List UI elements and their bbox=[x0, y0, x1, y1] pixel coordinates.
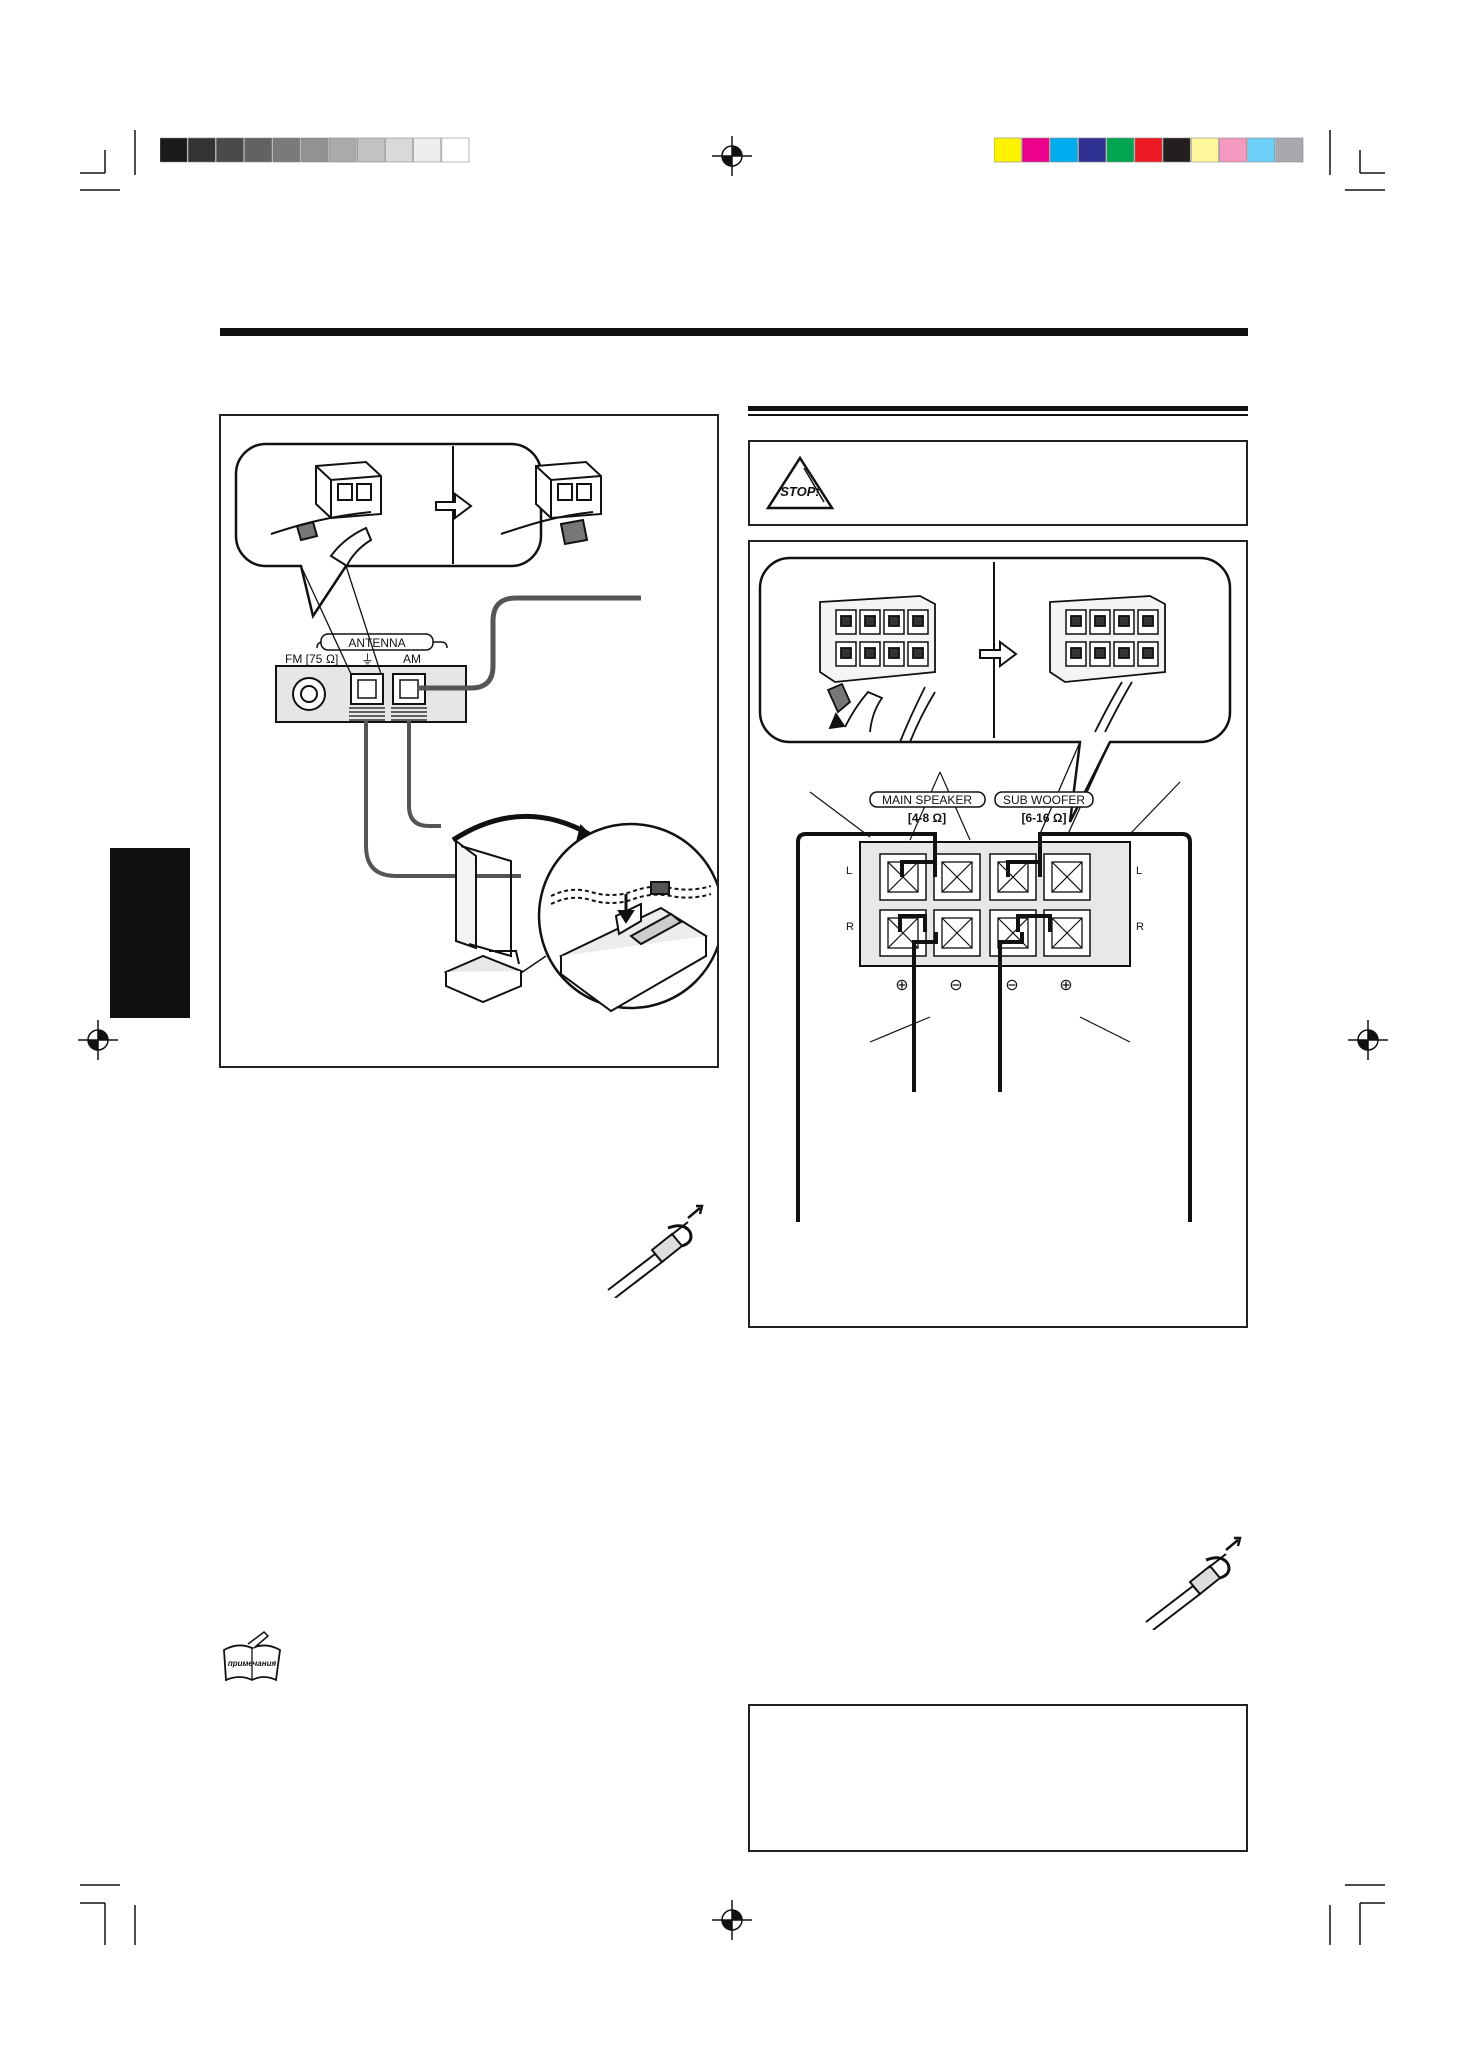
sub-woofer-label: SUB WOOFER bbox=[1003, 793, 1085, 807]
coax-cable-icon bbox=[607, 1204, 704, 1298]
antenna-diagram: ANTENNA FM [75 Ω] ⏚ AM bbox=[234, 442, 717, 1013]
calibration-swatch bbox=[1050, 137, 1078, 163]
calibration-swatch bbox=[1247, 137, 1276, 163]
speaker-terminal-board bbox=[859, 791, 1131, 967]
terminal-slot bbox=[840, 647, 852, 659]
terminal-cross-mark bbox=[941, 861, 973, 893]
ground-symbol: ⏚ bbox=[361, 652, 374, 667]
calibration-swatch bbox=[300, 137, 329, 163]
chapter-side-tab bbox=[110, 848, 190, 1018]
fm-unit: Ω] bbox=[326, 652, 338, 666]
terminal-slot bbox=[1070, 615, 1082, 627]
terminal-slot bbox=[1094, 647, 1106, 659]
calibration-swatch bbox=[1219, 137, 1247, 163]
terminal-slot bbox=[888, 647, 900, 659]
step-arrow-icon bbox=[435, 492, 473, 520]
note-label: примечания bbox=[228, 1659, 277, 1668]
header-rule bbox=[220, 328, 1248, 336]
sub-woofer-range: [6-16 Ω] bbox=[1022, 811, 1067, 825]
left-channel-label: L bbox=[846, 865, 852, 877]
polarity-plus-1: ⊕ bbox=[895, 977, 908, 994]
section-rule-thin bbox=[748, 414, 1248, 416]
left-channel-label-2: L bbox=[1136, 865, 1142, 877]
terminal-slot bbox=[1094, 615, 1106, 627]
calibration-swatch bbox=[1021, 137, 1050, 163]
step-arrow-icon bbox=[979, 640, 1018, 668]
right-channel-label: R bbox=[846, 921, 854, 933]
calibration-swatch bbox=[272, 137, 301, 163]
speaker-diagram: MAIN SPEAKER [4-8 Ω] SUB WOOFER [6-16 Ω]… bbox=[758, 556, 1232, 1222]
main-speaker-range: [4-8 Ω] bbox=[908, 811, 946, 825]
calibration-swatch bbox=[187, 137, 216, 163]
calibration-swatch bbox=[216, 137, 244, 163]
calibration-swatch bbox=[994, 137, 1022, 163]
antenna-clip-closed-icon bbox=[500, 460, 602, 546]
terminal-slot bbox=[1118, 615, 1130, 627]
antenna-clip-open-icon bbox=[270, 460, 382, 568]
antenna-connection-panel: ANTENNA FM [75 Ω] ⏚ AM bbox=[219, 414, 719, 1068]
warning-panel: STOP! bbox=[748, 440, 1248, 526]
polarity-minus-2: ⊖ bbox=[1005, 977, 1018, 994]
terminal-slot bbox=[1070, 647, 1082, 659]
terminal-cross-mark bbox=[941, 917, 973, 949]
calibration-swatch bbox=[1275, 137, 1304, 163]
terminal-slot bbox=[1118, 647, 1130, 659]
main-speaker-label: MAIN SPEAKER bbox=[882, 793, 972, 807]
speaker-terminal-closed-icon bbox=[1049, 595, 1166, 733]
am-label: AM bbox=[403, 652, 421, 666]
note-icon: примечания bbox=[218, 1630, 288, 1686]
terminal-cross-mark bbox=[997, 861, 1029, 893]
calibration-swatch bbox=[1162, 137, 1191, 163]
calibration-swatch bbox=[413, 137, 442, 163]
terminal-slot bbox=[888, 615, 900, 627]
terminal-slot bbox=[1142, 647, 1154, 659]
antenna-group-label: ANTENNA bbox=[348, 636, 405, 650]
polarity-plus-2: ⊕ bbox=[1059, 977, 1072, 994]
terminal-cross-mark bbox=[1051, 917, 1083, 949]
calibration-swatch bbox=[1190, 137, 1219, 163]
calibration-swatch bbox=[441, 137, 470, 163]
calibration-swatch bbox=[1134, 137, 1163, 163]
calibration-swatch bbox=[385, 137, 413, 163]
coax-cable-icon-2 bbox=[1145, 1536, 1242, 1630]
calibration-swatch bbox=[160, 137, 188, 163]
terminal-slot bbox=[864, 647, 876, 659]
loop-antenna-detail-icon bbox=[520, 822, 717, 1013]
section-rule-thick bbox=[748, 406, 1248, 411]
speaker-terminal-open-icon bbox=[819, 595, 936, 743]
polarity-minus-1: ⊖ bbox=[949, 977, 962, 994]
terminal-cross-mark bbox=[1051, 861, 1083, 893]
antenna-terminal-block bbox=[275, 633, 467, 723]
bottom-note-box bbox=[748, 1704, 1248, 1852]
right-channel-label-2: R bbox=[1136, 921, 1144, 933]
fm-label: FM [75 bbox=[285, 652, 323, 666]
grey-calibration-bar bbox=[160, 136, 470, 164]
terminal-slot bbox=[840, 615, 852, 627]
calibration-swatch bbox=[328, 137, 357, 163]
stop-label: STOP! bbox=[780, 484, 820, 499]
calibration-swatch bbox=[356, 137, 385, 163]
speaker-connection-panel: MAIN SPEAKER [4-8 Ω] SUB WOOFER [6-16 Ω]… bbox=[748, 540, 1248, 1328]
calibration-swatch bbox=[1106, 137, 1135, 163]
terminal-slot bbox=[1142, 615, 1154, 627]
calibration-swatch bbox=[244, 137, 273, 163]
calibration-swatch bbox=[1078, 137, 1107, 163]
stop-warning-icon: STOP! bbox=[765, 455, 835, 510]
terminal-slot bbox=[864, 615, 876, 627]
color-calibration-bar bbox=[994, 136, 1304, 164]
terminal-slot bbox=[912, 615, 924, 627]
terminal-slot bbox=[912, 647, 924, 659]
